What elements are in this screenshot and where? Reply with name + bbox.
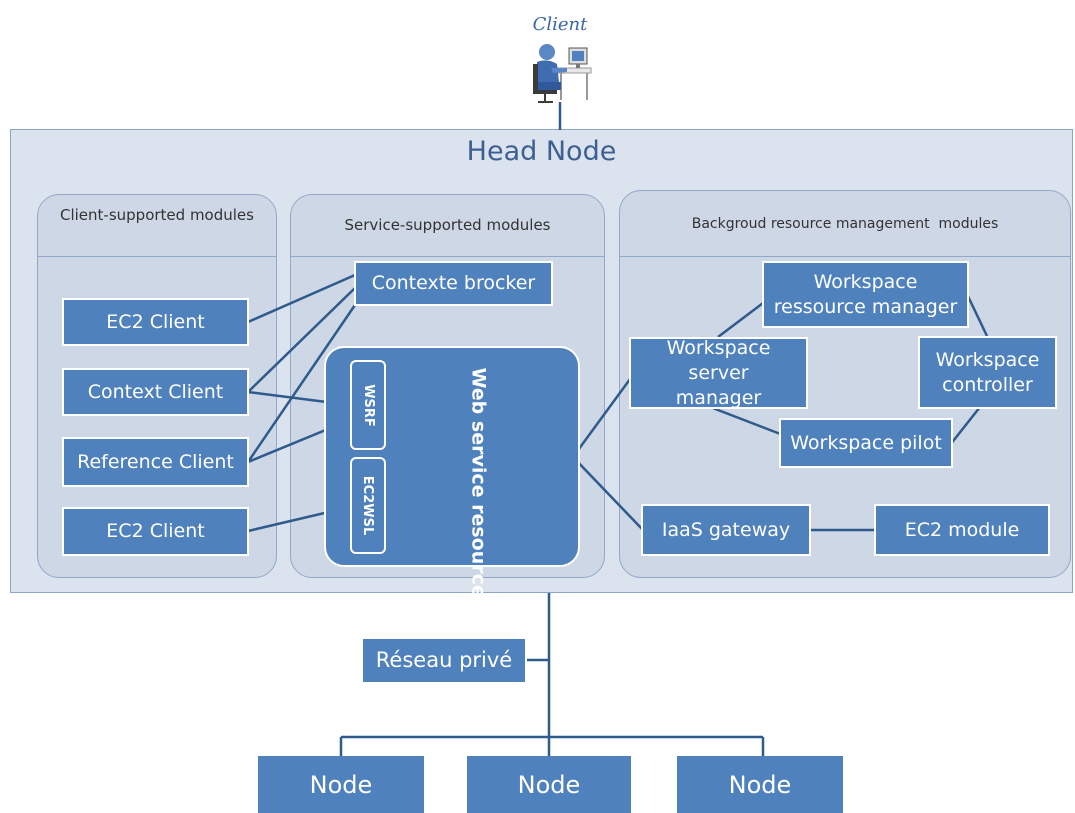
web-service-framework-box [324, 346, 580, 567]
framework-to-server-manager [571, 374, 635, 458]
wsrf-label: WSRF [360, 383, 376, 427]
node-box-1: Node [258, 756, 424, 813]
web-service-framework-label: Web service resource Framework [467, 367, 490, 724]
client-supported-title: Client-supported modules [60, 206, 254, 224]
computer-user-icon [533, 44, 592, 103]
ec2-client-to-broker [247, 273, 356, 324]
reference-client-box: Reference Client [62, 437, 249, 487]
service-supported-divider [291, 256, 604, 257]
server-manager-to-pilot [704, 403, 784, 437]
pilot-to-controller [949, 406, 981, 446]
node-box-3: Node [677, 756, 843, 813]
reference-client-to-broker [246, 304, 357, 463]
ec2-client-box-1: EC2 Client [62, 298, 249, 346]
client-label: Client [532, 14, 588, 35]
framework-to-iaas [572, 456, 644, 531]
contexte-brocker-box: Contexte brocker [354, 261, 553, 306]
background-modules-divider [620, 256, 1070, 257]
workspace-pilot-box: Workspace pilot [779, 418, 953, 468]
ec2wsl-box: EC2WSL [350, 457, 386, 554]
ec2-module-box: EC2 module [874, 504, 1050, 556]
ec2-client-box-2: EC2 Client [62, 507, 249, 556]
client-supported-divider [38, 256, 276, 257]
reseau-prive-box: Réseau privé [361, 637, 527, 684]
node-box-2: Node [467, 756, 631, 813]
ec2wsl-label: EC2WSL [360, 475, 376, 536]
workspace-server-manager-box: Workspace server manager [629, 337, 808, 409]
iaas-gateway-box: IaaS gateway [641, 504, 811, 556]
background-modules-title: Backgroud resource management modules [691, 216, 999, 232]
head-node-title: Head Node [466, 136, 617, 167]
context-client-to-broker [247, 287, 356, 393]
service-supported-title: Service-supported modules [344, 216, 551, 234]
workspace-controller-box: Workspace controller [918, 336, 1057, 409]
context-client-box: Context Client [62, 368, 249, 416]
workspace-ressource-manager-box: Workspace ressource manager [762, 261, 969, 328]
server-manager-to-ressource-manager [717, 299, 768, 338]
wsrf-box: WSRF [350, 360, 386, 450]
